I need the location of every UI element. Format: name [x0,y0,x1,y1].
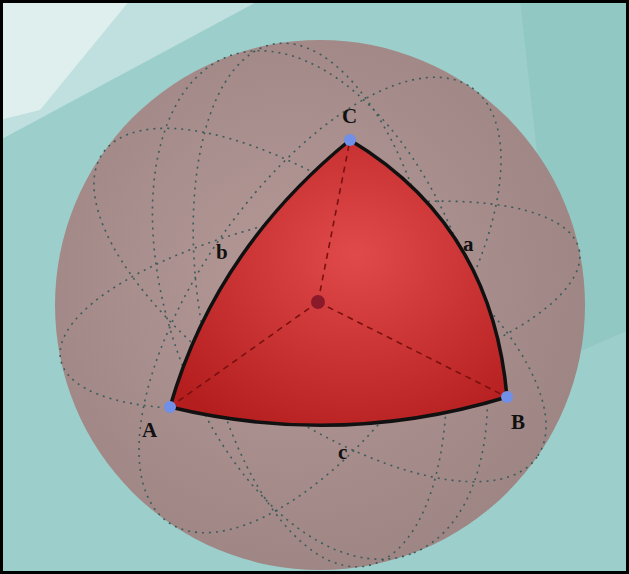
vertex-label: A [142,420,157,441]
sphere [55,40,585,570]
side-label: b [216,242,228,263]
vertex-label: B [511,412,525,433]
plane [0,0,130,120]
great-circles [40,5,600,574]
vertex-label: C [342,106,357,127]
vertex-points [164,134,513,413]
triangle-sides [170,140,507,425]
side-label: a [463,234,474,255]
side-label: c [338,442,347,463]
radius-lines [170,140,507,407]
spherical-triangle [170,140,507,425]
center-point [311,295,325,309]
